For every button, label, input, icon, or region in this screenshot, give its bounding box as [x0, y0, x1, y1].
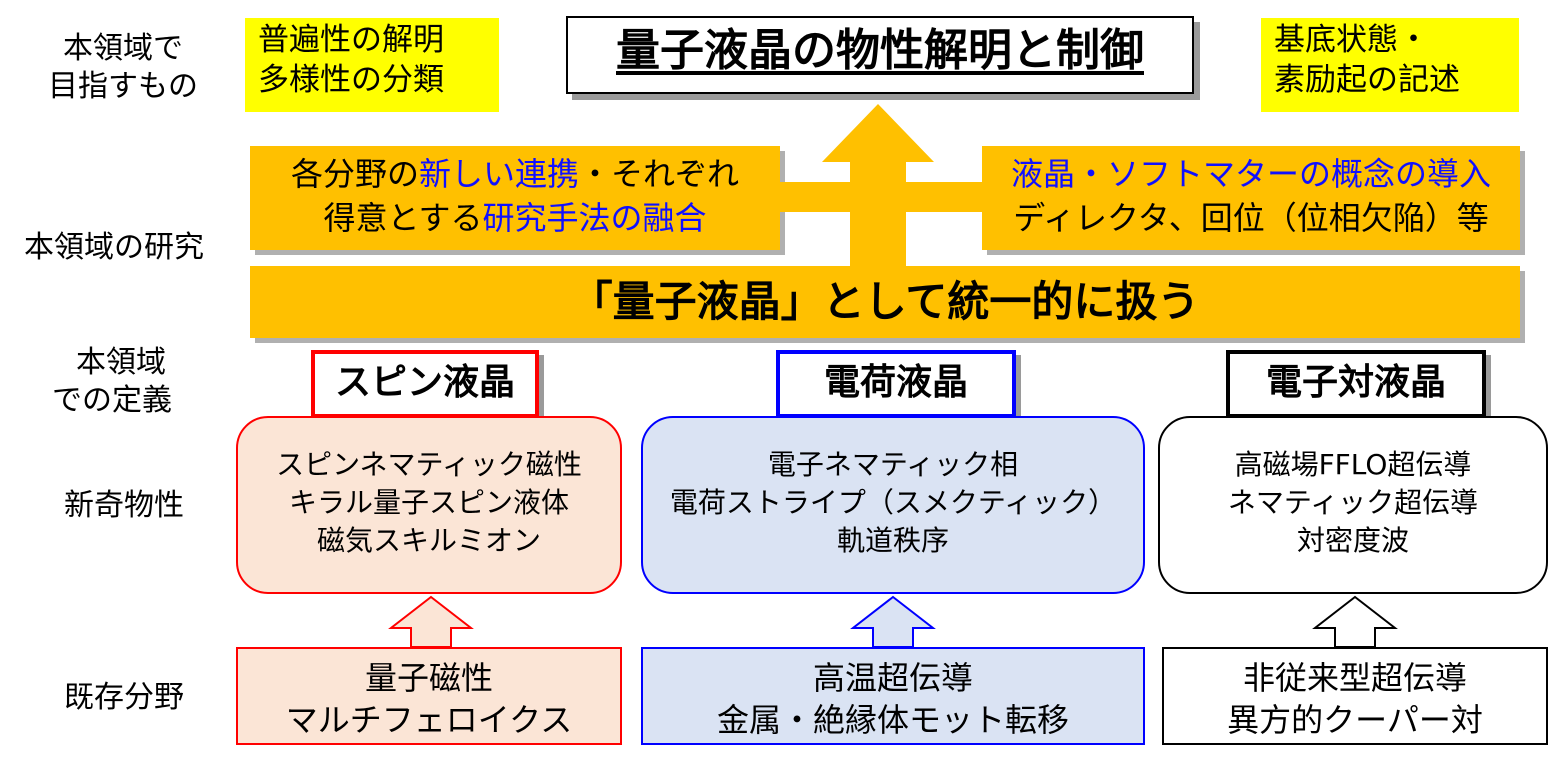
row-label-research: 本領域の研究	[24, 230, 204, 265]
novel-prop-item: キラル量子スピン液体	[288, 486, 569, 519]
row-label-definition: 本領域 での定義	[52, 344, 172, 420]
research-right-connector	[905, 182, 985, 212]
novel-prop-item: 高磁場FFLO超伝導	[1234, 448, 1472, 481]
existing-field-pair: 非従来型超伝導 異方的クーパー対	[1162, 647, 1548, 745]
existing-field-item: 異方的クーパー対	[1227, 701, 1483, 739]
existing-field-item: 高温超伝導	[812, 659, 973, 697]
novel-props-spin: スピンネマティック磁性 キラル量子スピン液体 磁気スキルミオン	[236, 416, 622, 594]
up-arrow-spin	[388, 595, 474, 648]
existing-field-spin: 量子磁性 マルチフェロイクス	[236, 647, 622, 745]
row-label-existing: 既存分野	[64, 680, 184, 715]
row-label-goal-line1: 本領域で	[63, 31, 183, 66]
research-left-l2b: 研究手法の融合	[482, 199, 707, 237]
up-arrow-charge	[850, 595, 936, 648]
research-left-connector	[780, 182, 852, 212]
novel-prop-item: 軌道秩序	[836, 524, 949, 557]
existing-field-item: 金属・絶縁体モット転移	[716, 701, 1069, 739]
research-left-line1: 各分野の新しい連携・それぞれ	[250, 152, 780, 196]
research-left-l2a: 得意とする	[323, 199, 483, 237]
novel-prop-item: 電荷ストライプ（スメクティック）	[669, 486, 1117, 519]
research-left-line2: 得意とする研究手法の融合	[250, 196, 780, 240]
unify-banner: 「量子液晶」として統一的に扱う	[250, 266, 1520, 338]
row-label-goal: 本領域で 目指すもの	[48, 30, 198, 106]
novel-prop-item: 電子ネマティック相	[767, 448, 1019, 481]
novel-prop-item: スピンネマティック磁性	[276, 448, 582, 481]
research-left-box: 各分野の新しい連携・それぞれ 得意とする研究手法の融合	[250, 146, 780, 250]
row-label-novel: 新奇物性	[64, 488, 184, 523]
novel-props-pair: 高磁場FFLO超伝導 ネマティック超伝導 対密度波	[1158, 416, 1548, 594]
research-right-line1: 液晶・ソフトマターの概念の導入	[1010, 155, 1491, 193]
research-left-l1c: ・それぞれ	[579, 155, 740, 193]
main-title-text: 量子液晶の物性解明と制御	[616, 25, 1144, 76]
existing-field-charge: 高温超伝導 金属・絶縁体モット転移	[641, 647, 1145, 745]
research-right-line2: ディレクタ、回位（位相欠陥）等	[1013, 199, 1489, 237]
novel-props-charge: 電子ネマティック相 電荷ストライプ（スメクティック） 軌道秩序	[641, 416, 1145, 594]
category-pair-liquid-crystal: 電子対液晶	[1226, 350, 1486, 418]
row-label-goal-line2: 目指すもの	[48, 69, 198, 104]
existing-field-item: 非従来型超伝導	[1242, 659, 1467, 697]
research-left-l1b: 新しい連携	[418, 155, 579, 193]
goal-left-line2: 多様性の分類	[258, 62, 444, 98]
research-left-l1a: 各分野の	[290, 155, 419, 193]
category-charge-liquid-crystal: 電荷液晶	[776, 350, 1016, 418]
novel-prop-item: 対密度波	[1296, 524, 1409, 557]
novel-prop-item: 磁気スキルミオン	[316, 524, 541, 557]
goal-left-box: 普遍性の解明 多様性の分類	[245, 18, 499, 112]
goal-right-box: 基底状態・ 素励起の記述	[1261, 18, 1519, 112]
category-spin-liquid-crystal: スピン液晶	[311, 350, 539, 418]
existing-field-item: 量子磁性	[364, 659, 493, 697]
up-arrow-pair	[1312, 595, 1398, 648]
main-title: 量子液晶の物性解明と制御	[566, 16, 1194, 94]
goal-right-line2: 素励起の記述	[1274, 62, 1460, 98]
goal-left-line1: 普遍性の解明	[258, 22, 444, 58]
existing-field-item: マルチフェロイクス	[285, 701, 573, 739]
row-label-definition-line1: 本領域	[76, 345, 166, 380]
goal-right-line1: 基底状態・	[1274, 22, 1429, 58]
row-label-definition-line2: での定義	[52, 383, 172, 418]
research-right-box: 液晶・ソフトマターの概念の導入 ディレクタ、回位（位相欠陥）等	[982, 146, 1520, 250]
novel-prop-item: ネマティック超伝導	[1227, 486, 1479, 519]
